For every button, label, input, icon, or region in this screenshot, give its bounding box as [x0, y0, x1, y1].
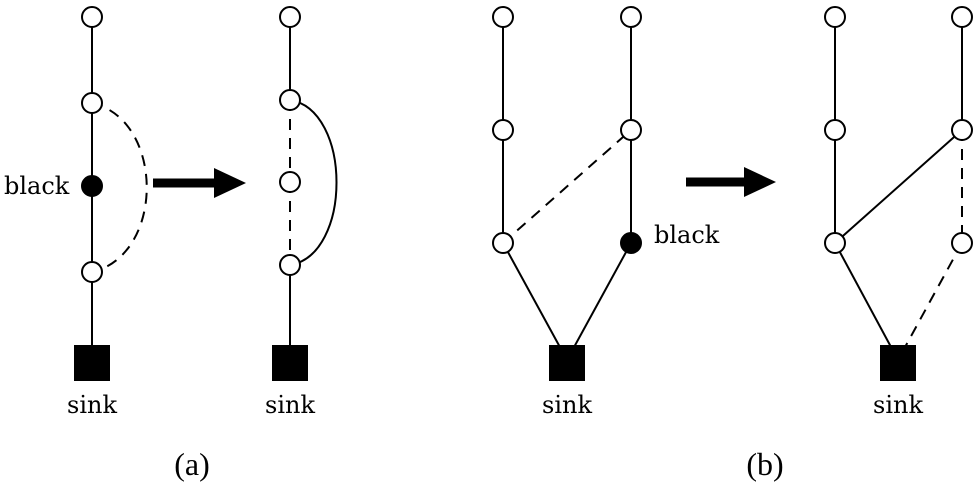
node-a1-lower [81, 261, 103, 283]
dashed-edge-b1-cross [502, 129, 632, 244]
node-b1-left-mid [492, 119, 514, 141]
node-b2-right-mid [951, 119, 973, 141]
node-a2-middle [279, 171, 301, 193]
sink-label-b2: sink [873, 391, 923, 419]
sink-label-a2: sink [265, 391, 315, 419]
sink-node-a2 [272, 345, 308, 381]
transform-arrow-a [153, 168, 246, 198]
arrow-head-a [214, 168, 246, 198]
black-node-a1 [81, 175, 103, 197]
node-b2-right-low [951, 232, 973, 254]
graph-a-before: black sink [4, 6, 148, 419]
arrow-head-b [744, 167, 776, 197]
edge-b1-right-sink [566, 242, 632, 361]
sink-label-b1: sink [542, 391, 592, 419]
black-label-b1: black [654, 221, 720, 249]
black-label-a1: black [4, 172, 70, 200]
solid-arc-a2 [289, 99, 338, 266]
edge-b2-cross [834, 129, 963, 244]
node-b2-right-top [951, 6, 973, 28]
dashed-edge-b2-right-sink [897, 242, 963, 361]
dashed-arc-a1 [91, 102, 148, 273]
node-b1-left-low [492, 232, 514, 254]
graph-a-after: sink [265, 6, 338, 419]
sink-label-a1: sink [67, 391, 117, 419]
node-b1-right-mid [620, 119, 642, 141]
edge-b2-left-sink [834, 242, 899, 361]
node-a1-upper [81, 92, 103, 114]
node-a2-upper [279, 89, 301, 111]
node-a2-top [279, 6, 301, 28]
caption-b: (b) [746, 446, 783, 482]
node-a2-lower [279, 254, 301, 276]
node-b1-right-top [620, 6, 642, 28]
edge-b1-left-sink [502, 242, 568, 361]
graph-b-after: sink [824, 6, 973, 419]
node-b2-left-mid [824, 119, 846, 141]
node-b1-left-top [492, 6, 514, 28]
transform-arrow-b [686, 167, 776, 197]
caption-a: (a) [174, 446, 210, 482]
sink-node-b2 [880, 345, 916, 381]
node-a1-top [81, 6, 103, 28]
black-node-b1 [620, 232, 642, 254]
sink-node-b1 [549, 345, 585, 381]
node-b2-left-top [824, 6, 846, 28]
node-b2-left-low [824, 232, 846, 254]
sink-node-a1 [74, 345, 110, 381]
graph-b-before: black sink [492, 6, 720, 419]
